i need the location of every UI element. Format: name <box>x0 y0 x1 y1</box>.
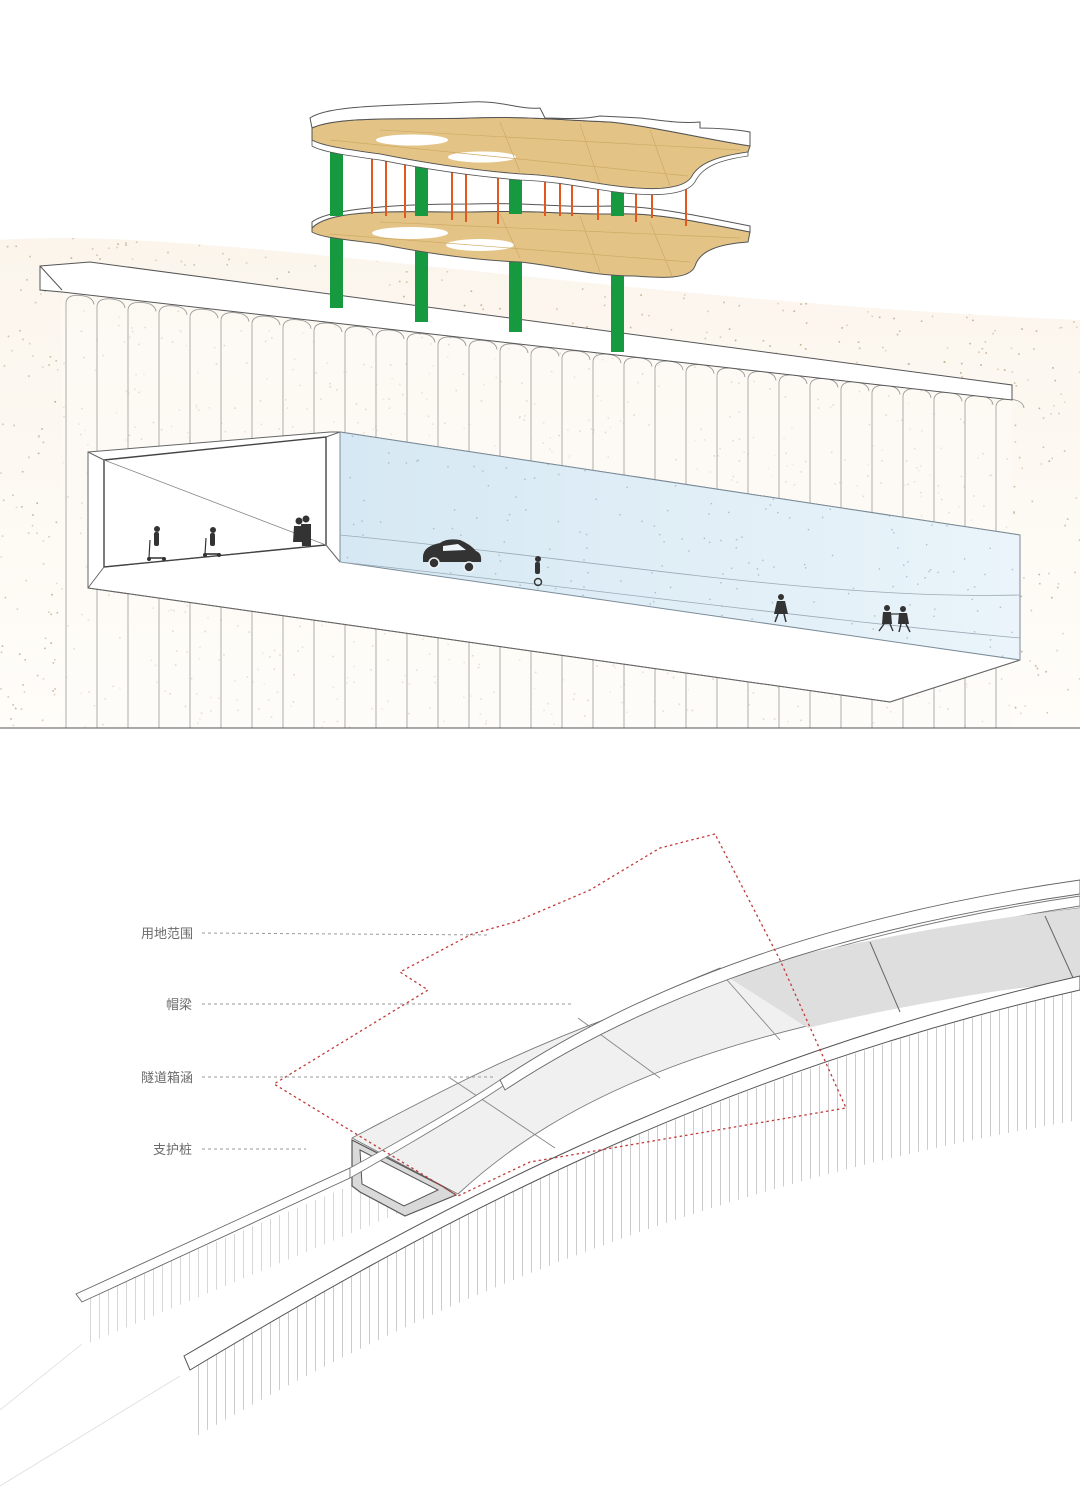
bottom-section-axonometric: 用地范围 帽梁 隧道箱涵 支护桩 <box>0 833 1080 1487</box>
pedestrian-group <box>293 515 311 546</box>
label-text: 支护桩 <box>153 1143 192 1158</box>
upper-column <box>330 142 343 216</box>
scooter-rider-1 <box>147 526 166 561</box>
lower-slab-void <box>372 227 448 239</box>
upper-column <box>509 170 522 214</box>
retaining-pile-wall-front <box>190 990 1080 1440</box>
retaining-pile-wall-left <box>82 1148 440 1346</box>
label-site-boundary: 用地范围 <box>141 927 491 942</box>
scooter-rider-2 <box>203 527 221 557</box>
label-tunnel-box: 隧道箱涵 <box>141 1070 495 1086</box>
capping-beam-far <box>499 879 1080 1091</box>
label-text: 用地范围 <box>141 927 193 942</box>
car <box>423 539 482 573</box>
lower-column <box>611 270 624 352</box>
pedestrian-pair <box>878 605 911 633</box>
lower-column <box>415 246 428 322</box>
leader-line <box>201 932 491 936</box>
capping-beam-right <box>183 975 1080 1371</box>
tunnel-occupants <box>147 515 911 633</box>
pedestrian <box>774 594 788 623</box>
label-capping-beam: 帽梁 <box>166 997 572 1013</box>
top-section-perspective <box>0 101 1080 729</box>
upper-slab-void <box>448 151 516 163</box>
lower-slab-void <box>446 239 514 251</box>
site-boundary-line <box>272 833 847 1197</box>
label-text: 隧道箱涵 <box>141 1070 193 1086</box>
upper-column <box>415 156 428 216</box>
segway-rider <box>533 556 543 587</box>
lower-column <box>509 258 522 332</box>
tunnel-box-culvert <box>351 907 1080 1217</box>
capping-beam <box>39 261 1013 401</box>
lower-column <box>330 232 343 308</box>
upper-slab-void <box>376 134 448 146</box>
elevated-slab-building <box>309 101 751 352</box>
label-support-pile: 支护桩 <box>153 1143 306 1158</box>
label-text: 帽梁 <box>166 997 192 1013</box>
